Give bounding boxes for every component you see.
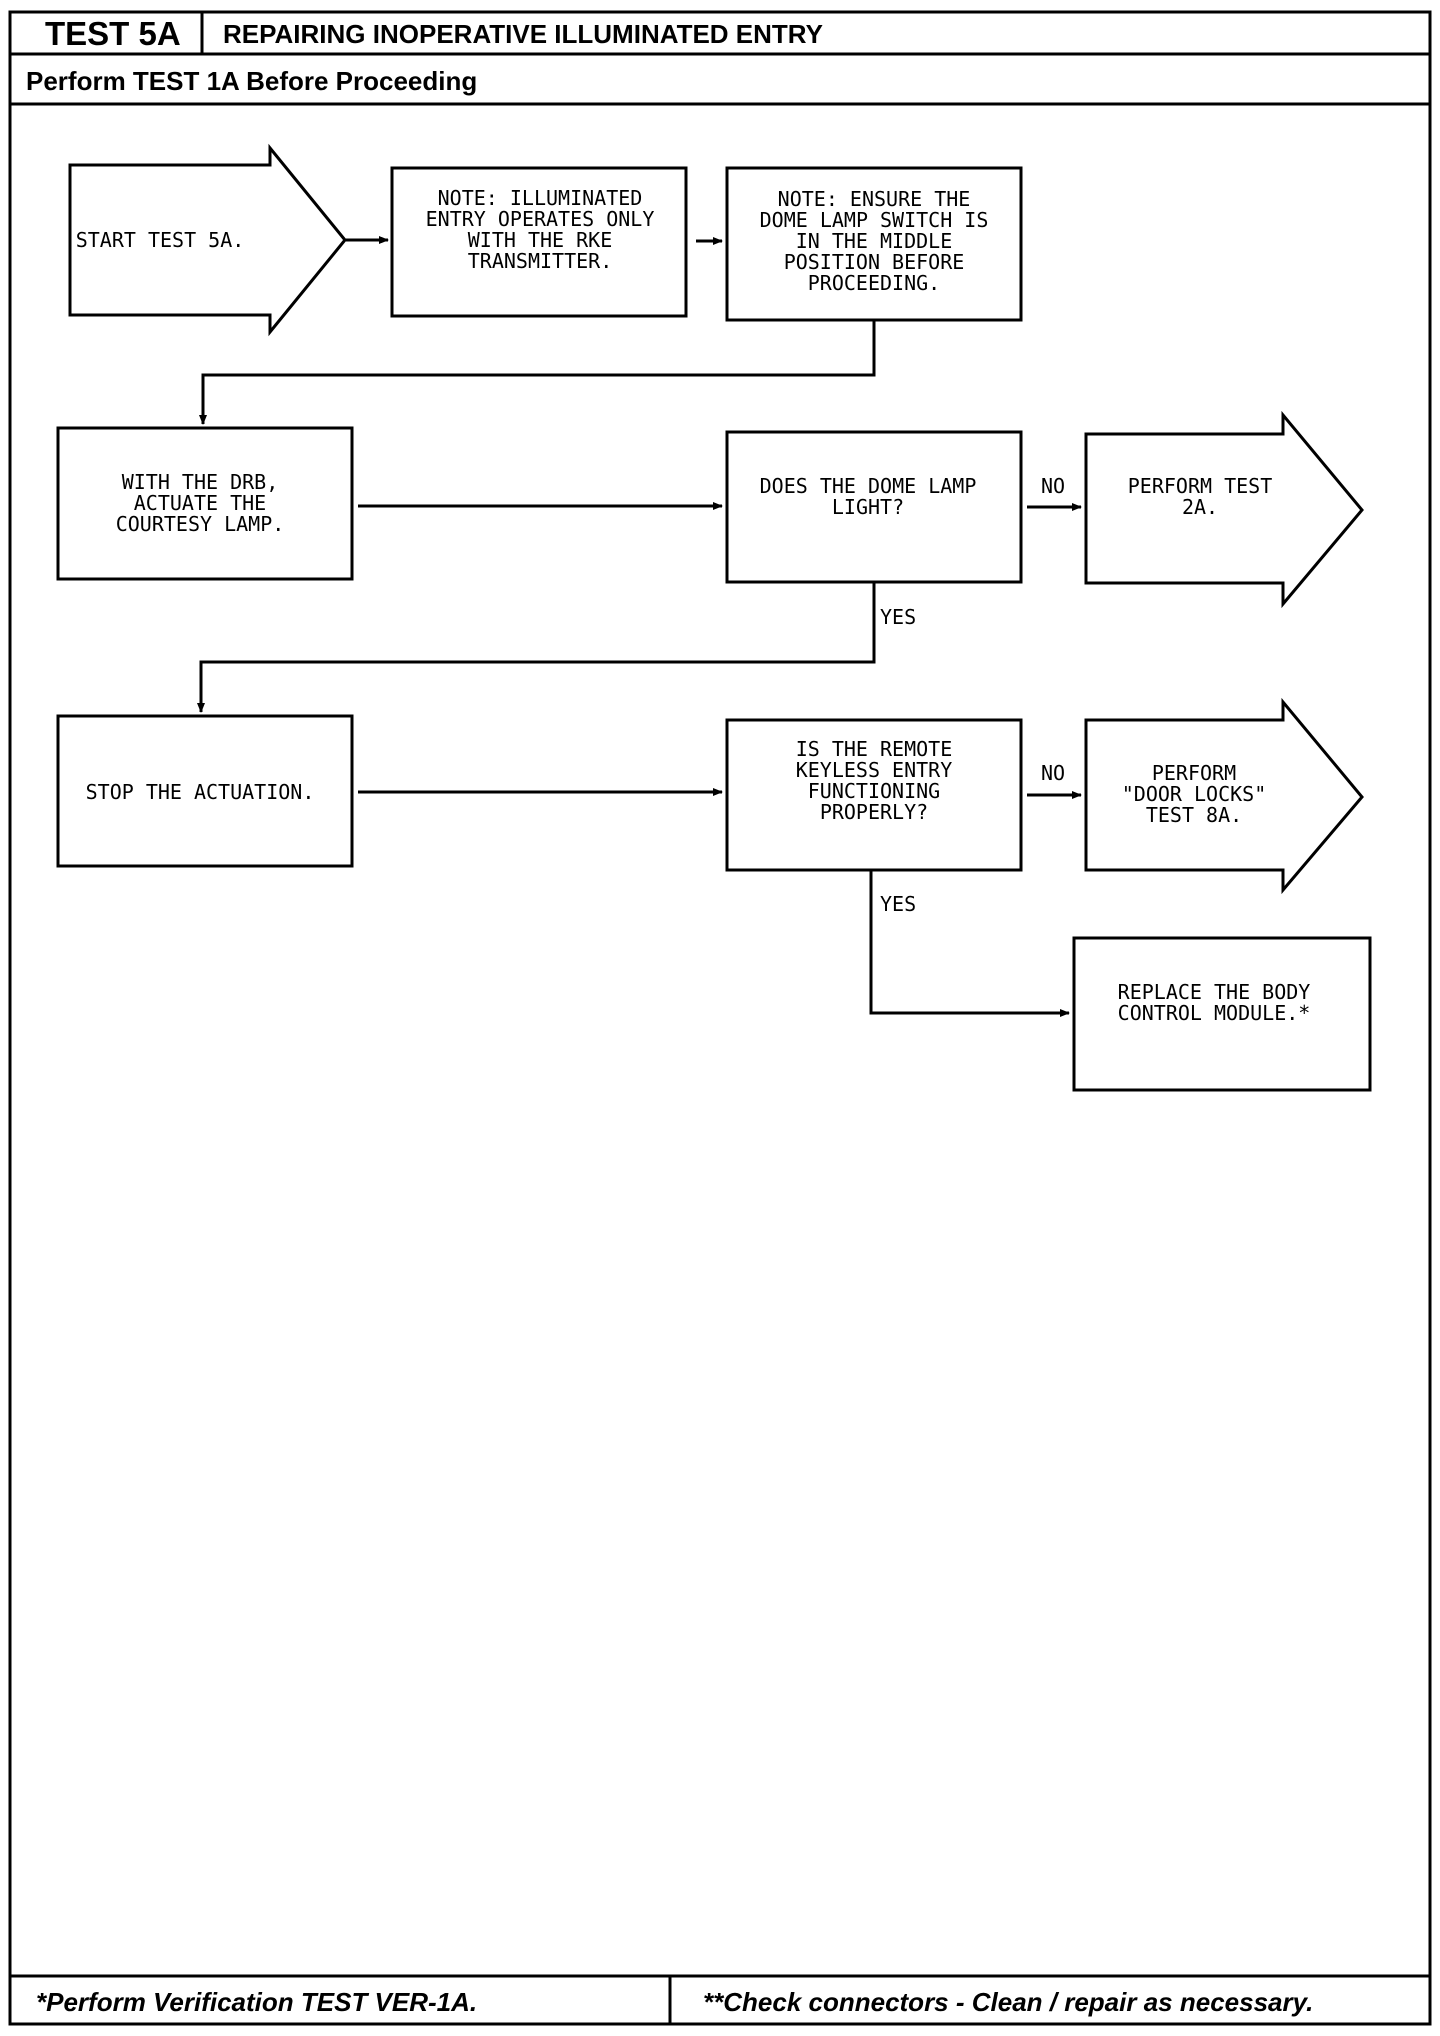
- stop-actuation-box: STOP THE ACTUATION.: [56, 714, 354, 868]
- dome-yes-label: YES: [880, 605, 916, 629]
- flow-text-line: PERFORM: [1152, 761, 1236, 785]
- rke-no-label: NO: [1041, 761, 1065, 785]
- flow-text-line: IS THE REMOTE: [796, 737, 953, 761]
- page-title: REPAIRING INOPERATIVE ILLUMINATED ENTRY: [223, 19, 823, 49]
- flow-text-line: NOTE: ENSURE THE: [778, 187, 971, 211]
- flow-text-line: DOES THE DOME LAMP: [760, 474, 977, 498]
- flow-text-line: NOTE: ILLUMINATED: [438, 186, 643, 210]
- connector-note2-to-actuate: [199, 320, 876, 425]
- flow-text-line: START TEST 5A.: [76, 228, 245, 252]
- test-id: TEST 5A: [45, 15, 181, 52]
- flow-text-line: ACTUATE THE: [134, 491, 266, 515]
- flow-text-line: 2A.: [1182, 495, 1218, 519]
- connector-dome-yes: [197, 582, 876, 713]
- flow-text-line: TEST 8A.: [1146, 803, 1242, 827]
- flow-text-line: PROCEEDING.: [808, 271, 940, 295]
- dome-no-label: NO: [1041, 474, 1065, 498]
- stop-actuation-text: STOP THE ACTUATION.: [86, 780, 315, 804]
- flow-text-line: KEYLESS ENTRY: [796, 758, 953, 782]
- start-label: START TEST 5A.: [76, 228, 245, 252]
- flow-text-line: WITH THE DRB,: [122, 470, 279, 494]
- rke-yes-label: YES: [880, 892, 916, 916]
- page-frame: [8, 10, 1432, 2026]
- connector-rke-yes: [869, 870, 1070, 1017]
- flow-text-line: CONTROL MODULE.*: [1118, 1001, 1311, 1025]
- perform-test-8a-node: PERFORM"DOOR LOCKS"TEST 8A.: [1084, 697, 1364, 895]
- flow-text-line: FUNCTIONING: [808, 779, 940, 803]
- flow-text-line: STOP THE ACTUATION.: [86, 780, 315, 804]
- footer-verification-note: *Perform Verification TEST VER-1A.: [36, 1987, 477, 2017]
- flow-text-line: COURTESY LAMP.: [116, 512, 285, 536]
- flow-text-line: TRANSMITTER.: [468, 249, 613, 273]
- flow-text-line: WITH THE RKE: [468, 228, 613, 252]
- flow-text-line: "DOOR LOCKS": [1122, 782, 1267, 806]
- flow-text-line: DOME LAMP SWITCH IS: [760, 208, 989, 232]
- flow-text-line: PROPERLY?: [820, 800, 928, 824]
- perform-test-8a-text: PERFORM"DOOR LOCKS"TEST 8A.: [1122, 761, 1267, 827]
- flow-text-line: IN THE MIDDLE: [796, 229, 953, 253]
- flow-text-line: PERFORM TEST: [1128, 474, 1273, 498]
- flow-text-line: REPLACE THE BODY: [1118, 980, 1311, 1004]
- flow-text-line: POSITION BEFORE: [784, 250, 965, 274]
- flow-text-line: ENTRY OPERATES ONLY: [426, 207, 655, 231]
- flow-text-line: LIGHT?: [832, 495, 904, 519]
- footer-connector-note: **Check connectors - Clean / repair as n…: [703, 1987, 1313, 2017]
- flow-connectors: [197, 236, 1082, 1017]
- prerequisite-note: Perform TEST 1A Before Proceeding: [26, 66, 477, 96]
- start-node: START TEST 5A.: [68, 143, 347, 337]
